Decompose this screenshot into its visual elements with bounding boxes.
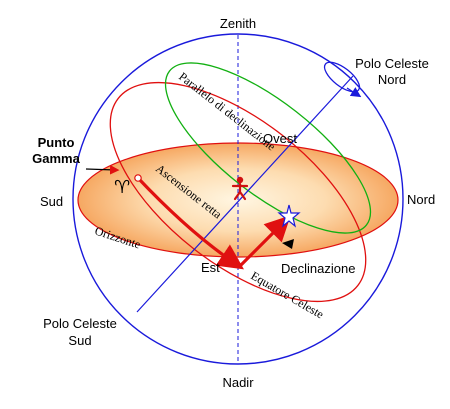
north-pole-rotation-arrow [346,87,362,98]
star-icon [277,204,301,228]
observer-figure [231,176,249,201]
celestial-axis [136,75,354,313]
polo-celeste-nord-label-line1: Polo Celeste [355,56,429,71]
ovest-label: Ovest [263,131,297,146]
vernal-point [134,174,142,182]
declinazione-label: Declinazione [281,261,355,276]
punto-gamma-label-line1: Punto [38,135,75,150]
parallelo-di-declinazione-label: Parallelo di declinazione [176,69,278,153]
nord-label: Nord [407,192,435,207]
celestial-equator [109,81,367,303]
punto-gamma-label-line2: Gamma [32,151,80,166]
declination-arrow [238,215,291,268]
polo-celeste-sud-label-line1: Polo Celeste [43,316,117,331]
equator-direction-arrowhead [282,239,294,249]
celestial-sphere [72,33,404,365]
nadir-label: Nadir [222,375,254,390]
polo-celeste-nord-label-line2: Nord [378,72,406,87]
polo-celeste-sud-label-line2: Sud [68,333,91,348]
equatore-celeste-label: Equatore Celeste [249,268,327,321]
punto-gamma-pointer [85,165,120,175]
zenith-label: Zenith [220,16,256,31]
aries-symbol: ♈ [114,177,130,198]
right-ascension-arrow [136,176,244,270]
sud-label: Sud [40,194,63,209]
est-label: Est [201,260,220,275]
